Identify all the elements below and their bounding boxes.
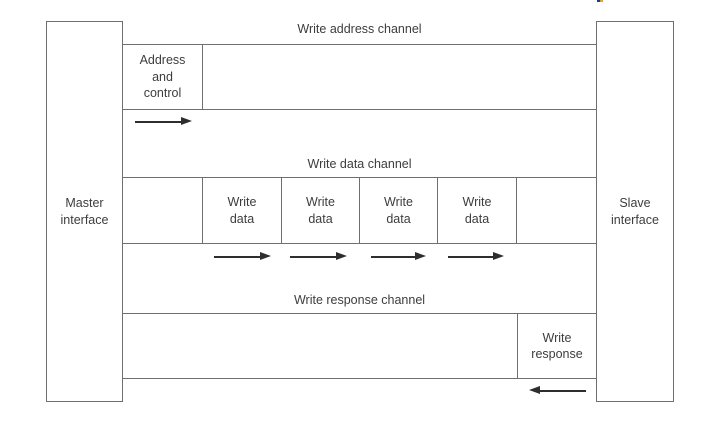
write-data-cell: Write data: [360, 178, 438, 243]
data-direction-arrow-icon: [290, 253, 347, 260]
data-direction-arrow-icon: [214, 253, 271, 260]
write-response-channel-title: Write response channel: [293, 293, 426, 307]
slave-interface-label: Slave interface: [611, 196, 659, 227]
write-data-cell: Write data: [282, 178, 360, 243]
address-and-control-cell: Address and control: [123, 45, 203, 109]
empty-cell: [123, 178, 203, 243]
write-data-cell: Write data: [438, 178, 517, 243]
address-and-control-label: Address and control: [139, 53, 186, 101]
slave-interface-box: Slave interface: [596, 21, 674, 402]
write-data-cell: Write data: [203, 178, 282, 243]
master-interface-label: Master interface: [60, 196, 109, 227]
write-data-label: Write data: [227, 195, 257, 226]
write-address-channel-title: Write address channel: [297, 22, 422, 36]
write-data-label: Write data: [306, 195, 335, 226]
write-data-label: Write data: [462, 195, 492, 226]
response-direction-arrow-icon: [529, 387, 586, 394]
write-address-channel-band: Address and control: [123, 44, 596, 110]
write-data-label: Write data: [384, 195, 413, 226]
write-data-channel-title: Write data channel: [307, 157, 412, 171]
screenshot-artifact: [597, 0, 603, 2]
write-response-label: Write response: [531, 330, 583, 362]
address-direction-arrow-icon: [135, 118, 192, 125]
write-data-channel-band: Write data Write data Write data Write d…: [123, 177, 596, 244]
master-interface-box: Master interface: [46, 21, 123, 402]
write-response-channel-band: Write response: [123, 313, 596, 379]
data-direction-arrow-icon: [448, 253, 504, 260]
data-direction-arrow-icon: [371, 253, 426, 260]
write-response-cell: Write response: [517, 314, 596, 378]
